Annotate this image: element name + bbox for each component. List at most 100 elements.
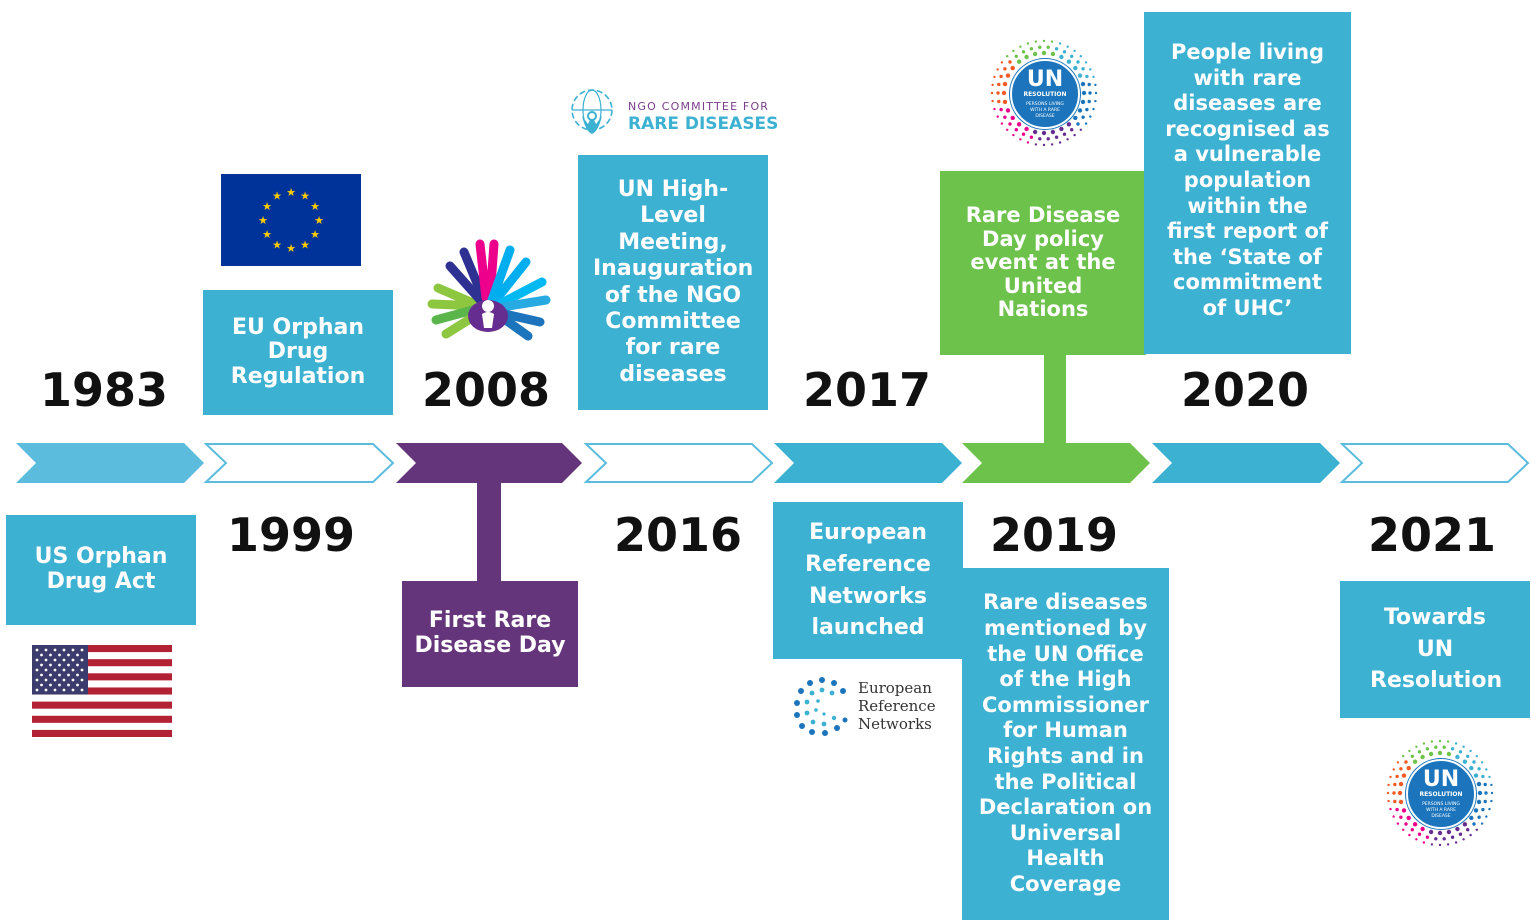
- svg-text:★: ★: [314, 214, 324, 227]
- ngo-globe-icon: [571, 89, 613, 134]
- un-ring-dot: [1070, 54, 1074, 58]
- un-ring-dot: [1034, 40, 1038, 43]
- un-ring-dot: [1034, 143, 1038, 146]
- un-ring-dot: [1066, 45, 1069, 48]
- un-ring-dot: [1480, 761, 1484, 764]
- un-ring-dot: [1428, 829, 1434, 835]
- un-ring-dot: [1005, 108, 1011, 113]
- un-ring-dot: [1476, 799, 1482, 805]
- un-badge-resolution: RESOLUTION: [1419, 791, 1463, 798]
- un-ring-dot: [991, 83, 994, 87]
- un-ring-dot: [1406, 765, 1411, 771]
- ngo-logo-line2: RARE DISEASES: [628, 114, 779, 134]
- un-resolution-logo-2019: UN RESOLUTION PERSONS LIVING WITH A RARE…: [988, 38, 1100, 148]
- timeline-segment-1983: [16, 443, 204, 483]
- eu-flag-icon: ★ ★ ★ ★ ★ ★ ★ ★ ★ ★ ★ ★: [221, 174, 361, 266]
- un-dot-ring-icon: [1386, 739, 1494, 847]
- un-ring-dot: [1473, 773, 1479, 778]
- un-ring-dot: [1000, 122, 1004, 125]
- timeline-segment-2008: [396, 443, 582, 483]
- un-ring-dot: [1084, 122, 1088, 125]
- un-ring-dot: [1002, 81, 1008, 87]
- un-ring-dot: [993, 75, 996, 79]
- un-ring-dot: [1024, 54, 1029, 60]
- un-ring-dot: [1415, 838, 1418, 841]
- event-us-orphan-drug-act: US Orphan Drug Act: [6, 515, 196, 625]
- un-ring-dot: [1393, 782, 1397, 787]
- un-badge: UN RESOLUTION PERSONS LIVING WITH A RARE…: [1010, 59, 1080, 129]
- un-ring-dot: [1012, 133, 1015, 137]
- un-ring-dot: [1408, 833, 1411, 837]
- un-ring-dot: [1032, 51, 1038, 57]
- un-ring-dot: [1434, 745, 1438, 749]
- un-ring-dot: [1085, 74, 1089, 79]
- un-ring-dot: [1462, 838, 1465, 841]
- year-2020: 2020: [1180, 363, 1310, 417]
- un-ring-dot: [999, 107, 1003, 112]
- svg-text:★: ★: [300, 190, 310, 203]
- un-ring-dot: [1392, 768, 1395, 771]
- un-ring-dot: [1462, 759, 1468, 764]
- un-ring-dot: [1019, 138, 1022, 141]
- un-ring-dot: [1059, 126, 1064, 132]
- un-ring-dot: [1066, 122, 1072, 127]
- un-ring-dot: [1395, 807, 1399, 812]
- un-ring-dot: [1066, 59, 1072, 64]
- un-ring-dot: [1422, 742, 1426, 745]
- un-ring-dot: [993, 107, 996, 111]
- timeline-segment-2020: [1152, 443, 1340, 483]
- un-ring-dot: [1455, 754, 1460, 760]
- un-ring-dot: [1477, 790, 1483, 796]
- un-ring-dot: [1076, 60, 1080, 64]
- un-ring-dot: [996, 91, 1000, 95]
- event-eu-orphan-drug-regulation: EU Orphan Drug Regulation: [203, 290, 393, 415]
- un-ring-dot: [1473, 808, 1479, 813]
- un-ring-dot: [1012, 49, 1015, 53]
- un-ring-dot: [1042, 39, 1046, 43]
- un-ring-dot: [1081, 67, 1085, 71]
- un-ring-dot: [1029, 47, 1034, 51]
- un-ring-dot: [1087, 82, 1091, 87]
- timeline-segment-2017: [774, 443, 962, 483]
- rare-disease-day-hands-logo: [427, 239, 551, 341]
- un-ring-dot: [1438, 739, 1442, 743]
- un-ring-dot: [1472, 760, 1476, 764]
- un-ring-dot: [997, 82, 1001, 87]
- un-ring-dot: [1092, 75, 1095, 79]
- timeline-segment-2016: [583, 443, 774, 483]
- un-ring-dot: [997, 99, 1001, 104]
- un-ring-dot: [1484, 791, 1488, 795]
- un-ring-dot: [1076, 122, 1080, 126]
- ern-logo: European Reference Networks: [792, 676, 952, 738]
- un-ring-dot: [1428, 751, 1434, 757]
- un-ring-dot: [1450, 747, 1455, 751]
- un-ring-dot: [1466, 828, 1470, 832]
- un-ring-dot: [1389, 807, 1392, 811]
- timeline-segment-2019: [962, 443, 1150, 483]
- un-ring-dot: [1029, 135, 1034, 139]
- un-ring-dot: [1442, 745, 1446, 749]
- un-ring-dot: [1077, 73, 1083, 78]
- un-ring-dot: [1412, 759, 1418, 764]
- un-ring-dot: [1005, 73, 1011, 78]
- un-ring-dot: [1437, 830, 1443, 836]
- un-ring-dot: [1450, 835, 1455, 839]
- event-ern-launched: European Reference Networks launched: [773, 502, 963, 659]
- un-ring-dot: [1469, 765, 1474, 771]
- un-ring-dot: [1401, 773, 1407, 778]
- un-ring-dot: [1008, 60, 1012, 64]
- un-ring-dot: [1410, 754, 1414, 758]
- un-ring-dot: [1446, 843, 1450, 846]
- un-ring-dot: [1041, 50, 1047, 56]
- un-ring-dot: [1402, 755, 1405, 758]
- un-ring-dot: [991, 99, 994, 103]
- un-ring-dot: [1490, 799, 1493, 803]
- un-ring-dot: [1402, 828, 1405, 831]
- un-ring-dot: [1050, 40, 1054, 43]
- un-ring-dot: [1094, 99, 1097, 103]
- event-label: People living with rare diseases are rec…: [1165, 40, 1330, 321]
- un-ring-dot: [1398, 781, 1404, 787]
- svg-text:★: ★: [272, 190, 282, 203]
- un-ring-dot: [1073, 65, 1078, 71]
